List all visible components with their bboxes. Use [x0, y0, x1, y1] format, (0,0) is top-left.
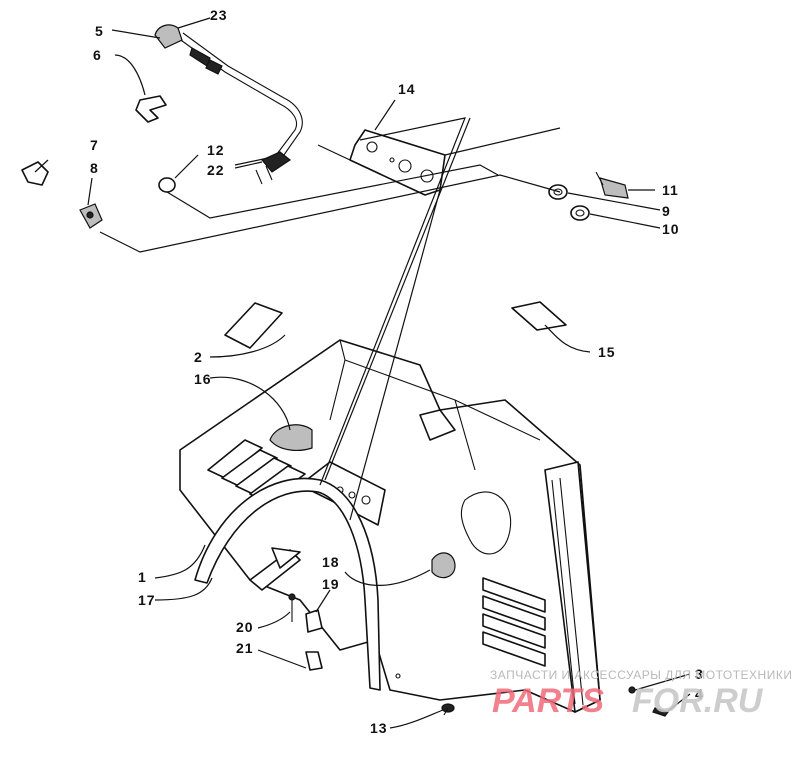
decal-15 — [511, 301, 567, 331]
label-15: 15 — [598, 344, 616, 360]
leader-lines — [34, 17, 691, 729]
label-2: 2 — [194, 349, 203, 365]
label-3: 3 — [695, 666, 704, 682]
fastener-4 — [652, 707, 669, 717]
bracket-21 — [305, 651, 323, 671]
label-5: 5 — [95, 23, 104, 39]
label-22: 22 — [207, 162, 225, 178]
label-23: 23 — [210, 7, 228, 23]
watermark: ЗАПЧАСТИ И АКСЕССУАРЫ ДЛЯ МОТОТЕХНИКИ PA… — [490, 668, 792, 720]
label-18: 18 — [322, 554, 340, 570]
label-17: 17 — [138, 592, 156, 608]
label-4: 4 — [695, 686, 704, 702]
part-8 — [79, 203, 103, 229]
clip-19 — [305, 609, 323, 633]
nut-10 — [570, 205, 590, 221]
label-8: 8 — [90, 160, 99, 176]
grommet-12 — [158, 177, 176, 193]
label-6: 6 — [93, 47, 102, 63]
label-13: 13 — [370, 720, 388, 736]
label-10: 10 — [662, 221, 680, 237]
switch-11 — [595, 171, 629, 199]
lever-6 — [135, 95, 167, 123]
label-12: 12 — [207, 142, 225, 158]
label-7: 7 — [90, 137, 99, 153]
console-panel — [179, 339, 601, 713]
label-16: 16 — [194, 371, 212, 387]
bolt-13 — [441, 703, 455, 716]
label-11: 11 — [662, 182, 679, 198]
watermark-brand-right: FOR.RU — [632, 682, 764, 720]
callout-labels: 1 2 3 4 5 6 7 8 9 10 11 12 13 14 15 16 1… — [90, 7, 704, 736]
part-7 — [21, 161, 49, 186]
part-16 — [269, 424, 313, 451]
label-20: 20 — [236, 619, 254, 635]
label-9: 9 — [662, 203, 671, 219]
screw-20 — [288, 593, 296, 622]
right-louvers — [482, 577, 546, 667]
label-21: 21 — [236, 640, 254, 656]
watermark-caption: ЗАПЧАСТИ И АКСЕССУАРЫ ДЛЯ МОТОТЕХНИКИ — [490, 668, 792, 682]
assembly-lines — [99, 117, 561, 521]
label-19: 19 — [322, 576, 340, 592]
label-14: 14 — [398, 81, 416, 97]
dash-plate-14 — [349, 129, 446, 196]
decal-2 — [224, 302, 283, 349]
label-1: 1 — [138, 569, 147, 585]
watermark-brand-left: PARTS — [492, 682, 604, 720]
choke-cable-22-23 — [154, 24, 303, 185]
